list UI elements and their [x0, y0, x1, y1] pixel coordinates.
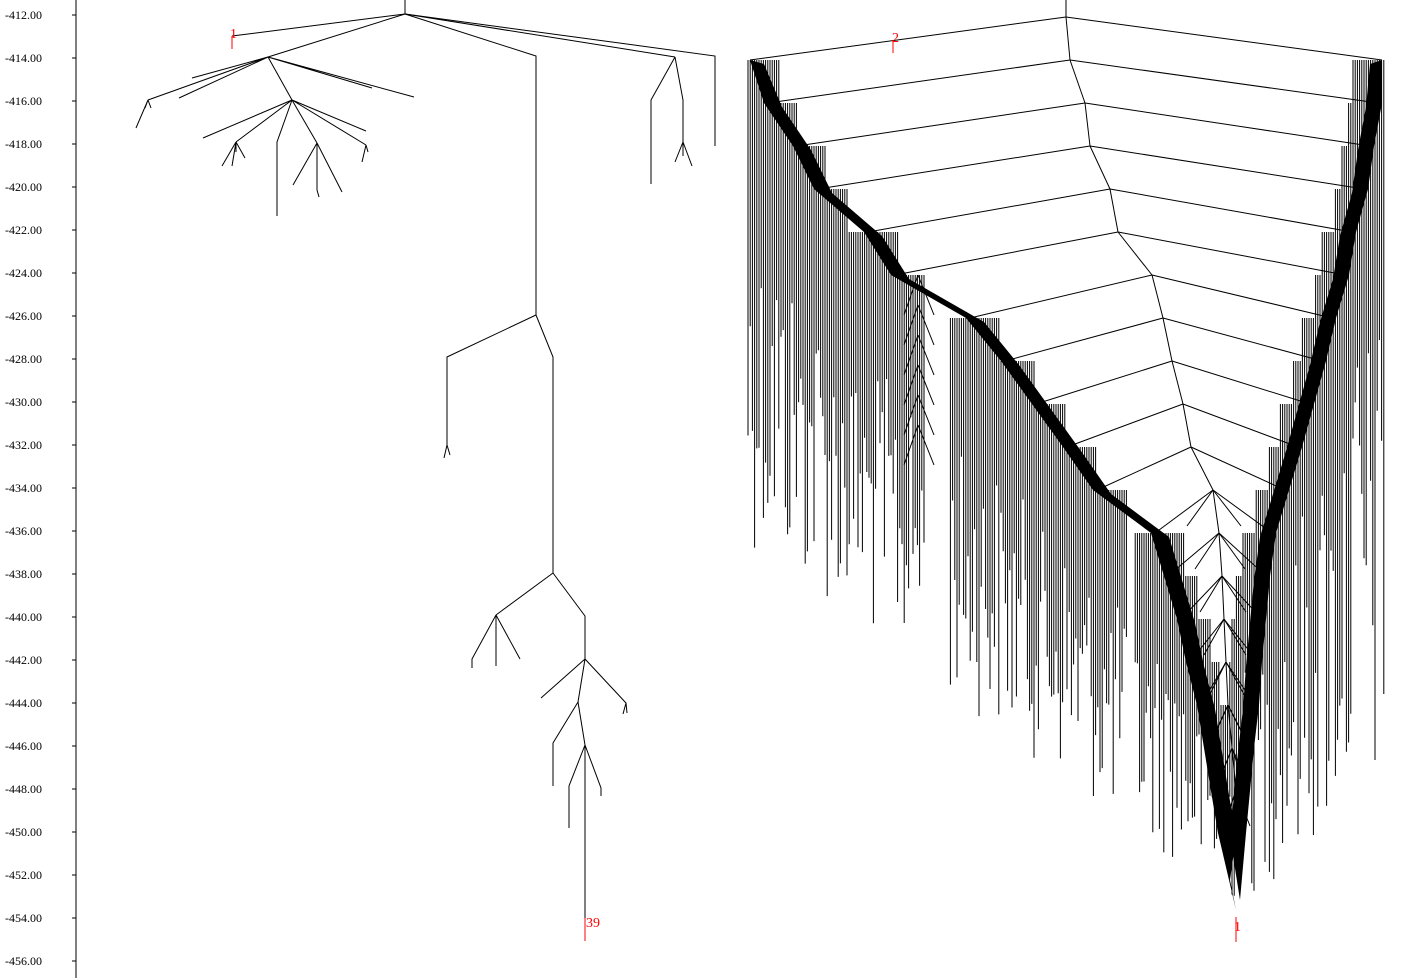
tick-label: -416.00 [5, 94, 42, 108]
dense-spine [1163, 318, 1172, 361]
dense-spine [1152, 275, 1163, 318]
dense-edge [1152, 275, 1332, 318]
dense-edge [1155, 490, 1213, 533]
tick-label: -424.00 [5, 266, 42, 280]
tick-label: -448.00 [5, 782, 42, 796]
tick-label: -452.00 [5, 868, 42, 882]
dense-edge [895, 232, 1118, 275]
dense-edge [1118, 232, 1345, 275]
dense-spine [1183, 404, 1191, 447]
dense-spine [1224, 619, 1226, 662]
tick-label: -418.00 [5, 137, 42, 151]
tick-label: -412.00 [5, 8, 42, 22]
tick-label: -428.00 [5, 352, 42, 366]
dense-edge [1110, 189, 1352, 232]
dense-edge [970, 275, 1152, 318]
dense-edge [1067, 404, 1183, 447]
dense-edge [1191, 447, 1285, 490]
dense-spine [1219, 533, 1222, 576]
tick-label: -454.00 [5, 911, 42, 925]
tick-label: -438.00 [5, 567, 42, 581]
tick-label: -432.00 [5, 438, 42, 452]
dense-spine [1118, 232, 1152, 275]
tick-label: -456.00 [5, 954, 42, 968]
marker-label-2: 2 [892, 31, 899, 46]
dense-spine [1191, 447, 1213, 490]
tick-label: -440.00 [5, 610, 42, 624]
dense-edge [1097, 447, 1191, 490]
tick-label: -442.00 [5, 653, 42, 667]
dense-spine [1172, 361, 1183, 404]
tick-label: -434.00 [5, 481, 42, 495]
left-tree [136, 0, 715, 918]
tick-label: -446.00 [5, 739, 42, 753]
dense-edge [1070, 60, 1378, 103]
marker-label-1b: 1 [1234, 920, 1241, 935]
dense-edge [818, 146, 1090, 189]
dense-spine [1090, 146, 1110, 189]
tick-label: -426.00 [5, 309, 42, 323]
dense-spine [1066, 17, 1070, 60]
dense-edge [1163, 318, 1322, 361]
dense-edge [750, 17, 1066, 60]
dense-edge [1085, 103, 1370, 146]
dense-edge [1066, 17, 1382, 60]
tick-label: -436.00 [5, 524, 42, 538]
dense-edge [1172, 361, 1310, 404]
dense-edge [1090, 146, 1364, 189]
dense-spine [1110, 189, 1118, 232]
dense-edge [1036, 361, 1172, 404]
tick-label: -422.00 [5, 223, 42, 237]
dense-spine [1070, 60, 1085, 103]
dense-spine [1226, 662, 1228, 705]
y-axis: -412.00 -414.00 -416.00 -418.00 -420.00 -422.… [5, 0, 76, 978]
marker-label-1: 1 [230, 27, 237, 42]
dense-edge [797, 103, 1085, 146]
dense-spine [1085, 103, 1090, 146]
dense-edge [868, 189, 1110, 232]
tick-label: -414.00 [5, 51, 42, 65]
tick-label: -444.00 [5, 696, 42, 710]
tick-label: -430.00 [5, 395, 42, 409]
dense-spine [1222, 576, 1224, 619]
right-dense-tree [748, 0, 1384, 910]
marker-label-39: 39 [586, 916, 600, 931]
tick-label: -420.00 [5, 180, 42, 194]
dense-edge [768, 60, 1070, 103]
tick-label: -450.00 [5, 825, 42, 839]
dense-edge [1005, 318, 1163, 361]
